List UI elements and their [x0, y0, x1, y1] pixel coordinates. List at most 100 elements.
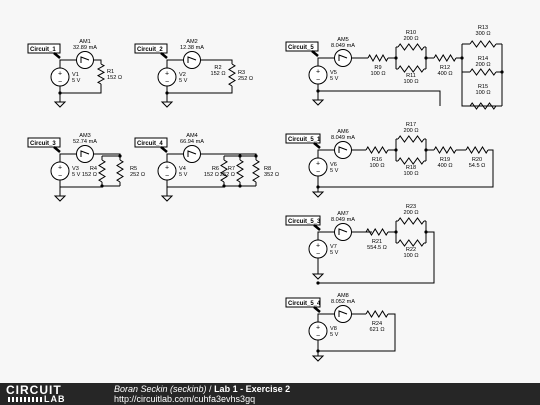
- wire[interactable]: [59, 153, 77, 162]
- resistor-r24[interactable]: [365, 310, 389, 318]
- wire[interactable]: [317, 57, 335, 66]
- ammeter-needle-icon: [80, 150, 90, 157]
- net-tag-label: Circuit_5_3: [288, 219, 321, 225]
- resistor-value: 400 Ω: [437, 71, 452, 77]
- resistor-r14[interactable]: [469, 68, 497, 76]
- resistor-r22[interactable]: [397, 239, 425, 247]
- ammeter-needle-icon: [338, 228, 348, 235]
- source-value: 5 V: [330, 168, 339, 174]
- wire[interactable]: [317, 313, 335, 322]
- resistor-r7[interactable]: [236, 159, 244, 183]
- resistor-r20[interactable]: [465, 146, 489, 154]
- wire[interactable]: [166, 153, 184, 162]
- wire[interactable]: [167, 186, 225, 188]
- ammeter-symbol[interactable]: [76, 145, 94, 163]
- wire[interactable]: [166, 59, 184, 68]
- ground-icon: [53, 99, 67, 108]
- resistor-r23[interactable]: [397, 217, 425, 225]
- wire[interactable]: [461, 72, 502, 107]
- resistor-label: R17: [406, 122, 416, 128]
- resistor-r6[interactable]: [220, 159, 228, 183]
- resistor-r21[interactable]: [365, 228, 389, 236]
- resistor-r13[interactable]: [469, 40, 497, 48]
- resistor-r15[interactable]: [469, 102, 497, 110]
- ammeter-symbol[interactable]: [183, 145, 201, 163]
- resistor-r10[interactable]: [397, 43, 425, 51]
- resistor-label: R16: [372, 157, 382, 163]
- minus-sign-icon: −: [58, 79, 62, 86]
- resistor-label: R24: [372, 321, 382, 327]
- net-tag-box[interactable]: [134, 43, 168, 54]
- ammeter-reading: 8.049 mA: [331, 43, 355, 49]
- schematic-url[interactable]: http://circuitlab.com/cuhfa3evhs3gq: [114, 394, 256, 404]
- net-tag-box[interactable]: [285, 41, 319, 52]
- resistor-r11[interactable]: [397, 65, 425, 73]
- wire[interactable]: [317, 231, 335, 240]
- wire[interactable]: [200, 59, 233, 64]
- wire[interactable]: [60, 186, 103, 188]
- ground-icon: [311, 97, 325, 106]
- net-tag-box[interactable]: [134, 137, 168, 148]
- wire[interactable]: [318, 149, 494, 188]
- resistor-value: 100 Ω: [403, 253, 418, 259]
- ammeter-symbol[interactable]: [334, 141, 352, 159]
- net-tag-box[interactable]: [285, 215, 321, 226]
- ammeter-needle-icon: [338, 310, 348, 317]
- source-label: V5: [330, 70, 337, 76]
- resistor-label: R19: [440, 157, 450, 163]
- resistor-r12[interactable]: [433, 54, 457, 62]
- resistor-r5[interactable]: [116, 159, 124, 183]
- resistor-r17[interactable]: [397, 135, 425, 143]
- resistor-r3[interactable]: [228, 63, 236, 87]
- ground-icon: [160, 193, 174, 202]
- resistor-value: 300 Ω: [475, 31, 490, 37]
- ammeter-symbol[interactable]: [334, 305, 352, 323]
- ammeter-label: AM1: [79, 39, 91, 45]
- resistor-r18[interactable]: [397, 157, 425, 165]
- wire[interactable]: [318, 231, 435, 284]
- resistor-r1[interactable]: [96, 63, 106, 85]
- ammeter-symbol[interactable]: [334, 49, 352, 67]
- author-link[interactable]: Boran Seckin (seckinb): [114, 384, 207, 394]
- net-tag-box[interactable]: [285, 133, 321, 144]
- wire[interactable]: [317, 149, 335, 158]
- resistor-value: 200 Ω: [403, 36, 418, 42]
- wire[interactable]: [93, 59, 102, 64]
- wire[interactable]: [318, 90, 441, 106]
- resistor-r19[interactable]: [433, 146, 457, 154]
- resistor-r8[interactable]: [252, 159, 260, 183]
- net-tag-box[interactable]: [285, 297, 321, 308]
- resistor-value: 352 Ω: [264, 172, 279, 178]
- resistor-r9[interactable]: [367, 53, 389, 63]
- circuitlab-logo[interactable]: CIRCUIT LAB: [6, 384, 92, 404]
- source-label: V8: [330, 326, 337, 332]
- logo-text-bottom: LAB: [44, 394, 66, 404]
- net-tag-label: Circuit_1: [30, 47, 56, 53]
- resistor-value: 100 Ω: [475, 90, 490, 96]
- ammeter-symbol[interactable]: [334, 223, 352, 241]
- ammeter-symbol[interactable]: [183, 51, 201, 69]
- ammeter-symbol[interactable]: [76, 51, 94, 69]
- wire[interactable]: [318, 313, 396, 352]
- wire[interactable]: [60, 84, 102, 94]
- net-tag-box[interactable]: [27, 137, 61, 148]
- net-tag-box[interactable]: [27, 43, 61, 54]
- source-label: V1: [72, 72, 79, 78]
- resistor-r16[interactable]: [365, 146, 389, 154]
- resistor-r4[interactable]: [98, 159, 106, 183]
- resistor-value: 200 Ω: [475, 62, 490, 68]
- junction-dot: [394, 56, 398, 60]
- wire[interactable]: [59, 59, 77, 68]
- wire[interactable]: [167, 86, 233, 94]
- resistor-value: 400 Ω: [437, 163, 452, 169]
- net-tag-pointer: [313, 306, 321, 313]
